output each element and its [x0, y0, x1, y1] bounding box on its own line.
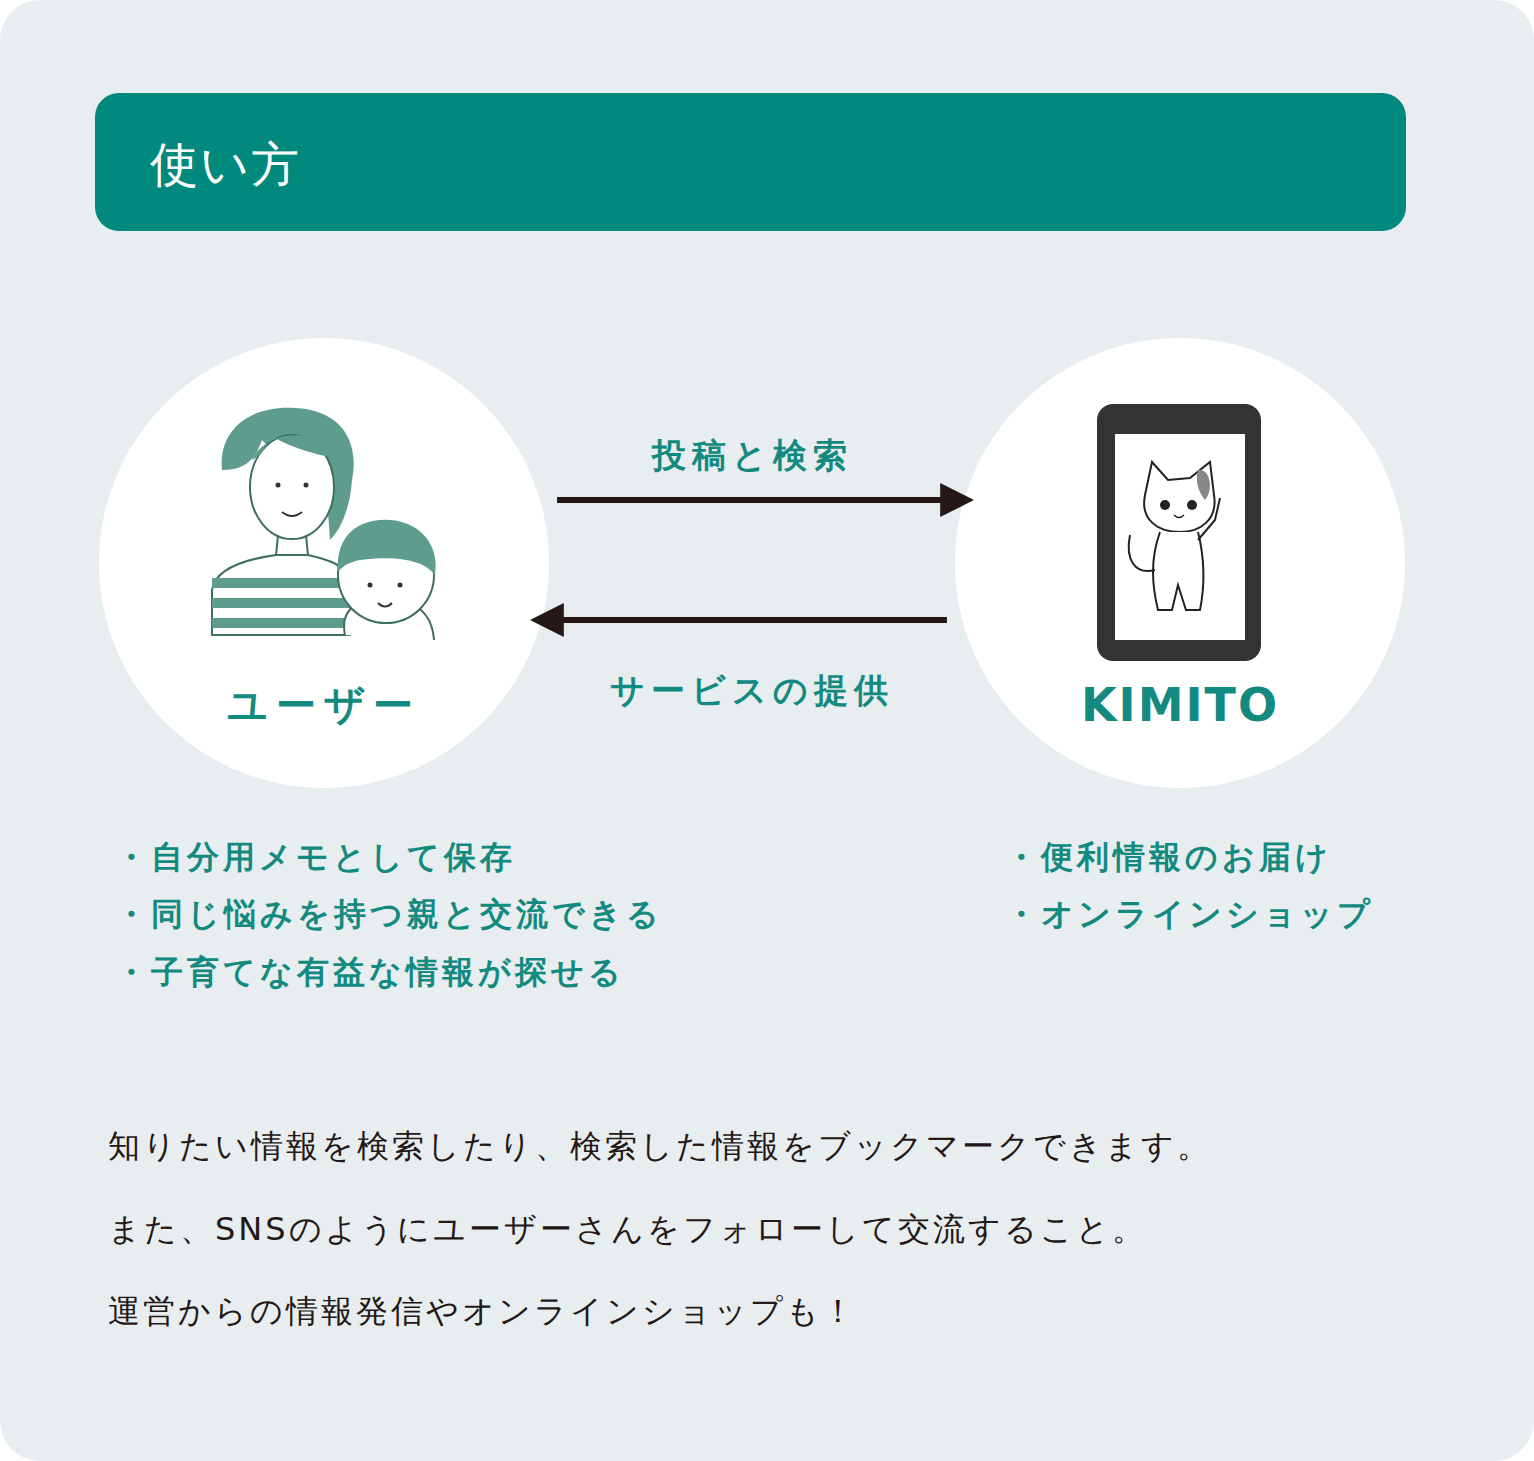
phone-illustration [1097, 404, 1261, 661]
description-text: 知りたい情報を検索したり、検索した情報をブックマークできます。 [108, 1125, 1212, 1169]
node-label: KIMITO [955, 678, 1405, 732]
edge-label: サービスの提供 [610, 668, 894, 714]
bullet-item: ・便利情報のお届け [1005, 836, 1332, 880]
bullet-item: ・子育てな有益な情報が探せる [115, 951, 625, 995]
bullet-item: ・同じ悩みを持つ親と交流できる [115, 893, 663, 937]
parent-child-illustration [212, 408, 436, 640]
arrow-connector [557, 497, 947, 503]
node-label: ユーザー [99, 678, 549, 733]
description-text: また、SNSのようにユーザーさんをフォローして交流すること。 [108, 1208, 1147, 1252]
circle-node: KIMITO [955, 338, 1405, 788]
circle-node: ユーザー [99, 338, 549, 788]
title-text: 使い方 [150, 133, 301, 197]
arrow-connector [557, 617, 947, 623]
description-text: 運営からの情報発信やオンラインショップも！ [108, 1290, 857, 1334]
bullet-item: ・自分用メモとして保存 [115, 836, 516, 880]
edge-label: 投稿と検索 [652, 433, 853, 479]
bullet-item: ・オンラインショップ [1005, 893, 1374, 937]
